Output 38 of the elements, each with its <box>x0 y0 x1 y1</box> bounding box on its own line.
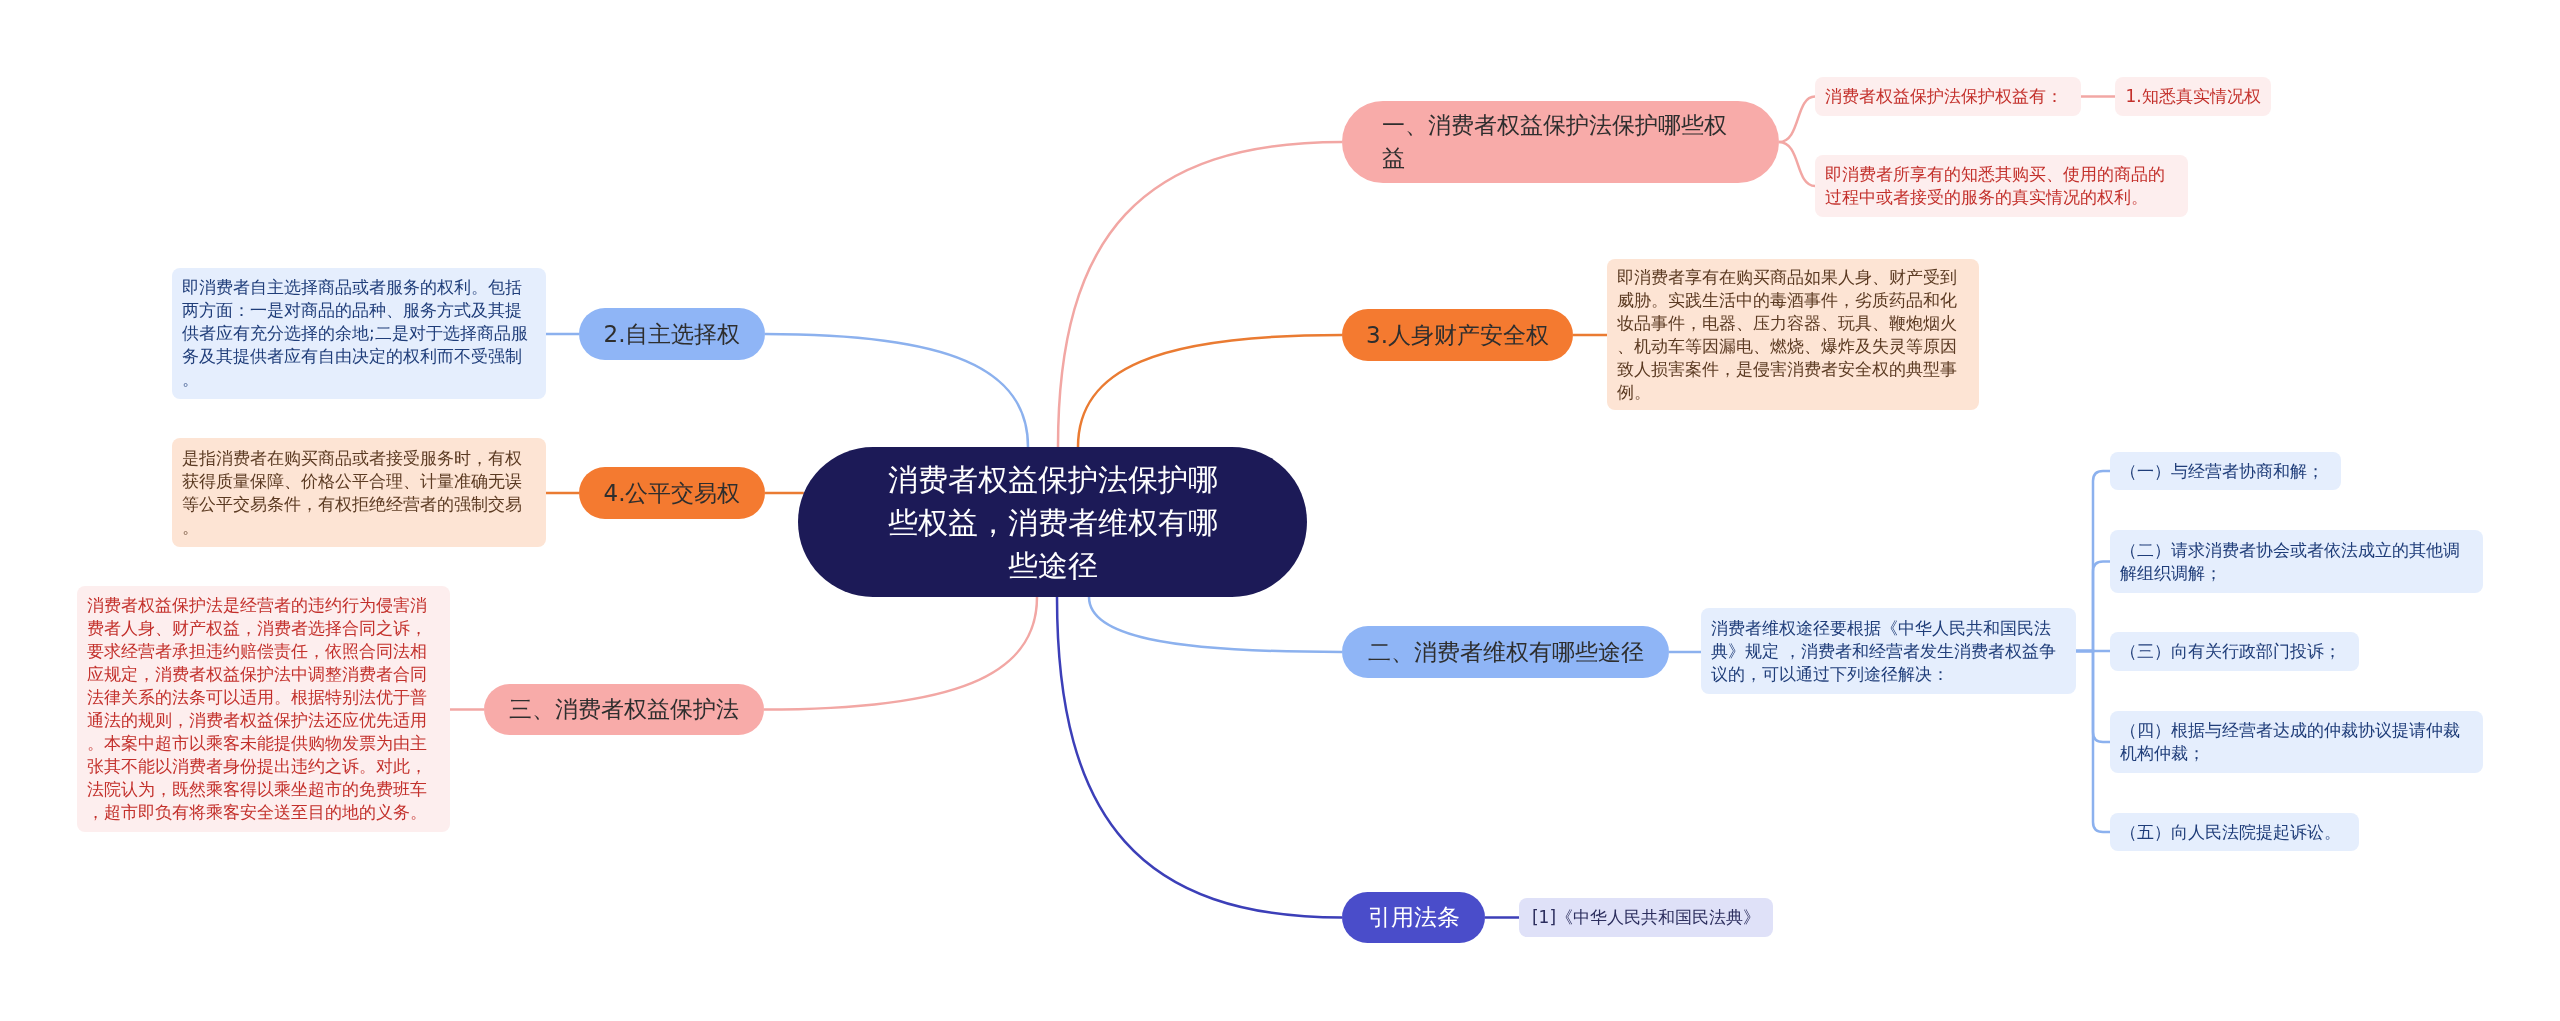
note-box: 即消费者所享有的知悉其购买、使用的商品的过程中或者接受的服务的真实情况的权利。 <box>1815 155 2188 217</box>
connector-line <box>1055 596 1343 919</box>
connector-line <box>546 332 579 336</box>
branch-topic: 三、消费者权益保护法 <box>484 684 764 735</box>
note-box: 1.知悉真实情况权 <box>2115 77 2271 116</box>
connector-line <box>1056 140 1343 448</box>
note-box: 是指消费者在购买商品或者接受服务时，有权获得质量保障、价格公平合理、计量准确无误等公平交易条件，有权拒绝经营者的强制交易。 <box>172 438 546 547</box>
connector-line <box>546 491 579 495</box>
branch-topic: 引用法条 <box>1342 892 1485 943</box>
connector-line <box>450 708 484 711</box>
connector-line <box>1778 140 1816 188</box>
note-box: 消费者权益保护法保护权益有： <box>1815 77 2081 116</box>
connector-line <box>1087 596 1342 654</box>
connector-line <box>2081 95 2115 98</box>
connector-line <box>1076 333 1342 448</box>
branch-topic: 2.自主选择权 <box>579 308 765 360</box>
branch-topic: 一、消费者权益保护法保护哪些权益 <box>1342 101 1779 183</box>
connector-line <box>764 596 1039 711</box>
note-box: （一）与经营者协商和解； <box>2110 452 2341 490</box>
note-box: （五）向人民法院提起诉讼。 <box>2110 813 2359 851</box>
connector-line <box>765 332 1030 448</box>
note-box: [1]《中华人民共和国民法典》 <box>1519 898 1773 937</box>
note-box: （四）根据与经营者达成的仲裁协议提请仲裁机构仲裁； <box>2110 711 2483 773</box>
branch-topic: 3.人身财产安全权 <box>1342 309 1573 361</box>
note-box: 消费者权益保护法是经营者的违约行为侵害消费者人身、财产权益，消费者选择合同之诉，要求经营者承担违约赔偿责任，依照合同法相应规定，消费者权益保护法中调整消费者合同法律关系的法条可以适用。根据特别法优于普通法的规则，消费者权益保护法还应优先适用。本案中超市以乘客未能提供购物发票为由主张其不能以消费者身份提出违约之诉。对此，法院认为，既然乘客得以乘坐超市的免费班车，超市即负有将乘客安全送至目的地的义务。 <box>77 586 450 832</box>
note-box: （三）向有关行政部门投诉； <box>2110 632 2359 671</box>
connector-line <box>1485 916 1519 919</box>
central-topic: 消费者权益保护法保护哪些权益，消费者维权有哪些途径 <box>798 447 1307 597</box>
branch-topic: 二、消费者维权有哪些途径 <box>1342 626 1669 678</box>
connector-line <box>1573 333 1607 337</box>
connector-line <box>1778 95 1816 144</box>
connector-line <box>765 491 804 495</box>
note-box: （二）请求消费者协会或者依法成立的其他调解组织调解； <box>2110 530 2483 593</box>
note-box: 即消费者自主选择商品或者服务的权利。包括两方面：一是对商品的品种、服务方式及其提供者应有充分选择的余地;二是对于选择商品服务及其提供者应有自由决定的权利而不受强制。 <box>172 268 546 399</box>
connector-line <box>1669 650 1701 654</box>
note-box: 即消费者享有在购买商品如果人身、财产受到威胁。实践生活中的毒酒事件，劣质药品和化妆品事件，电器、压力容器、玩具、鞭炮烟火、机动车等因漏电、燃烧、爆炸及失灵等原因致人损害案件，是侵害消费者安全权的典型事例。 <box>1607 259 1979 410</box>
branch-topic: 4.公平交易权 <box>579 467 765 519</box>
note-box: 消费者维权途径要根据《中华人民共和国民法典》规定 ，消费者和经营者发生消费者权益争议的，可以通过下列途径解决： <box>1701 608 2076 694</box>
